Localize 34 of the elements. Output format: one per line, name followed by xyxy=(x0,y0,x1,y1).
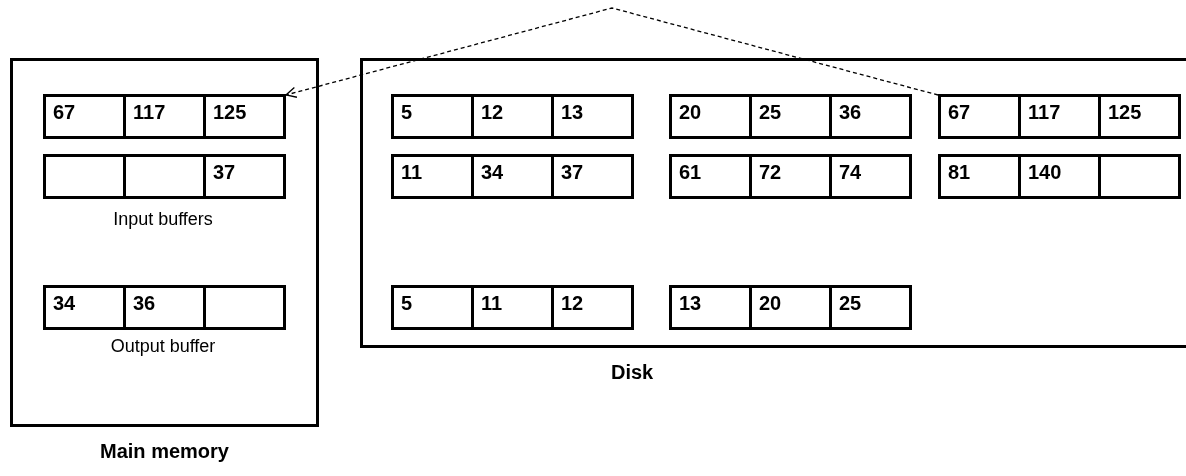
record-cell: 25 xyxy=(829,285,912,330)
buffer-label: Input buffers xyxy=(113,209,213,230)
record-cell: 125 xyxy=(203,94,286,139)
record-cell: 13 xyxy=(551,94,634,139)
record-cell: 20 xyxy=(749,285,832,330)
buffer-label: Output buffer xyxy=(110,336,216,357)
record-cell: 34 xyxy=(43,285,126,330)
record-cell: 125 xyxy=(1098,94,1181,139)
record-cell: 67 xyxy=(938,94,1021,139)
record-cell: 117 xyxy=(123,94,206,139)
record-cell: 25 xyxy=(749,94,832,139)
record-cell: 36 xyxy=(123,285,206,330)
record-cell: 61 xyxy=(669,154,752,199)
record-cell: 67 xyxy=(43,94,126,139)
record-cell: 36 xyxy=(829,94,912,139)
record-cell: 81 xyxy=(938,154,1021,199)
record-cell: 11 xyxy=(471,285,554,330)
record-cell: 74 xyxy=(829,154,912,199)
box-title: Disk xyxy=(611,361,654,384)
record-cell: 37 xyxy=(203,154,286,199)
record-cell: 37 xyxy=(551,154,634,199)
record-cell: 5 xyxy=(391,285,474,330)
record-cell: 140 xyxy=(1018,154,1101,199)
record-cell: 34 xyxy=(471,154,554,199)
record-cell: 20 xyxy=(669,94,752,139)
record-cell: 117 xyxy=(1018,94,1101,139)
record-cell: 72 xyxy=(749,154,832,199)
record-cell: 12 xyxy=(551,285,634,330)
arrow xyxy=(285,7,939,98)
record-cell: 11 xyxy=(391,154,474,199)
record-cell: 12 xyxy=(471,94,554,139)
box-title: Main memory xyxy=(99,440,230,463)
record-cell: 13 xyxy=(669,285,752,330)
record-cell: 5 xyxy=(391,94,474,139)
